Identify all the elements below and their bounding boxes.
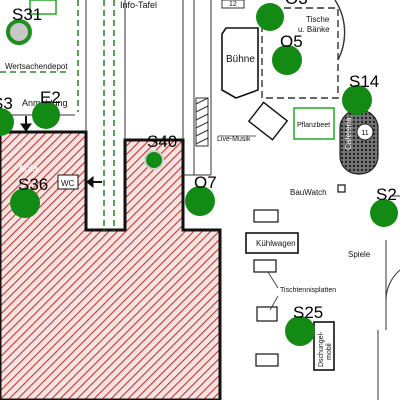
buehne-stage bbox=[221, 27, 259, 99]
pin-marker-icon[interactable] bbox=[6, 19, 32, 45]
corridor-lines bbox=[0, 0, 212, 176]
cafeteria-number: 11 bbox=[361, 130, 368, 137]
pin-label: E2 bbox=[40, 88, 61, 107]
live-musik-box bbox=[247, 101, 289, 141]
kuehlwagen-box bbox=[245, 232, 299, 254]
cafeteria-marker bbox=[356, 123, 374, 141]
spiele-label: Spiele bbox=[348, 250, 371, 259]
wc-arrow bbox=[86, 175, 102, 189]
bauwatch-box bbox=[337, 184, 346, 193]
tischtennis-label: Tischtennisplatten bbox=[280, 287, 336, 294]
pin-label: S25 bbox=[293, 303, 323, 322]
pin-marker-icon[interactable] bbox=[32, 101, 60, 129]
pin-label: S2 bbox=[376, 185, 397, 204]
tischtennis-box-2 bbox=[256, 306, 278, 322]
map-pin-s40[interactable]: S40 bbox=[144, 132, 177, 170]
map-pin-o3[interactable]: O3 bbox=[256, 0, 308, 31]
stairs bbox=[195, 97, 209, 147]
pin-marker-icon[interactable] bbox=[256, 3, 284, 31]
small-box-3 bbox=[255, 353, 279, 367]
pin-marker-icon[interactable] bbox=[10, 188, 40, 218]
map-pin-s14[interactable]: S14 bbox=[342, 72, 379, 115]
map-pin-s25[interactable]: S25 bbox=[285, 303, 323, 346]
pin-label: S36 bbox=[18, 175, 48, 194]
tischtennis-box-1 bbox=[253, 259, 277, 273]
field-arc bbox=[385, 269, 400, 301]
map-pin-e2[interactable]: E2 bbox=[32, 88, 61, 129]
tische-label-1: Tische bbox=[306, 15, 330, 24]
entrance-arrow bbox=[20, 116, 32, 132]
wc-label: WC bbox=[61, 179, 75, 188]
aula-label: Aula bbox=[18, 164, 38, 175]
map-pin-s36[interactable]: S36 bbox=[10, 175, 48, 218]
pin-marker-icon[interactable] bbox=[285, 316, 315, 346]
pin-marker-icon[interactable] bbox=[144, 150, 164, 170]
plaza-arc bbox=[334, 0, 346, 61]
escape-route bbox=[0, 0, 115, 232]
pin-marker-icon[interactable] bbox=[185, 186, 215, 216]
pin-marker-icon[interactable] bbox=[370, 199, 398, 227]
map-pin-s2[interactable]: S2 bbox=[370, 185, 398, 227]
top-green-box bbox=[29, 0, 57, 15]
kuehlwagen-label: Kühlwagen bbox=[256, 239, 296, 248]
tables-area bbox=[261, 7, 339, 99]
pflanzbeet-box bbox=[293, 107, 335, 140]
dschungel-label-2: mobil bbox=[326, 343, 333, 360]
map-pin-s3[interactable]: S3 bbox=[0, 94, 14, 136]
wc-box bbox=[57, 174, 79, 190]
top-box-12 bbox=[221, 0, 245, 9]
map-pin-s31[interactable]: S31 bbox=[6, 5, 42, 45]
pin-label: S40 bbox=[147, 132, 177, 151]
small-box-1 bbox=[253, 209, 279, 223]
info-tafel-label: Info-Tafel bbox=[120, 0, 157, 10]
live-musik-label: Live-Musik bbox=[217, 136, 251, 143]
cafeteria-label: Cafeteria bbox=[344, 117, 353, 150]
pin-label: S31 bbox=[12, 5, 42, 24]
pin-marker-icon[interactable] bbox=[272, 45, 302, 75]
pin-label: O3 bbox=[285, 0, 308, 8]
pin-label: S14 bbox=[349, 72, 379, 91]
pin-marker-icon[interactable] bbox=[342, 85, 372, 115]
map-pin-o7[interactable]: O7 bbox=[185, 173, 217, 216]
pin-marker-icon[interactable] bbox=[0, 108, 14, 136]
map-pin-o5[interactable]: O5 bbox=[272, 32, 303, 75]
pin-label: S3 bbox=[0, 94, 13, 113]
pin-label: O7 bbox=[194, 173, 217, 192]
field-outline bbox=[377, 195, 400, 400]
tische-label-2: u. Bänke bbox=[298, 25, 330, 34]
pflanzbeet-label: Pflanzbeet bbox=[297, 122, 330, 129]
dschungel-label-1: Dschungel- bbox=[318, 331, 325, 367]
bauwatch-label: BauWatch bbox=[290, 188, 327, 197]
top-number-label: 12 bbox=[229, 1, 237, 8]
pin-label: O5 bbox=[280, 32, 303, 51]
dschungelmobil-box bbox=[313, 321, 335, 371]
wertsachendepot-label: Wertsachendepot bbox=[5, 62, 68, 71]
buehne-label: Bühne bbox=[226, 54, 255, 65]
